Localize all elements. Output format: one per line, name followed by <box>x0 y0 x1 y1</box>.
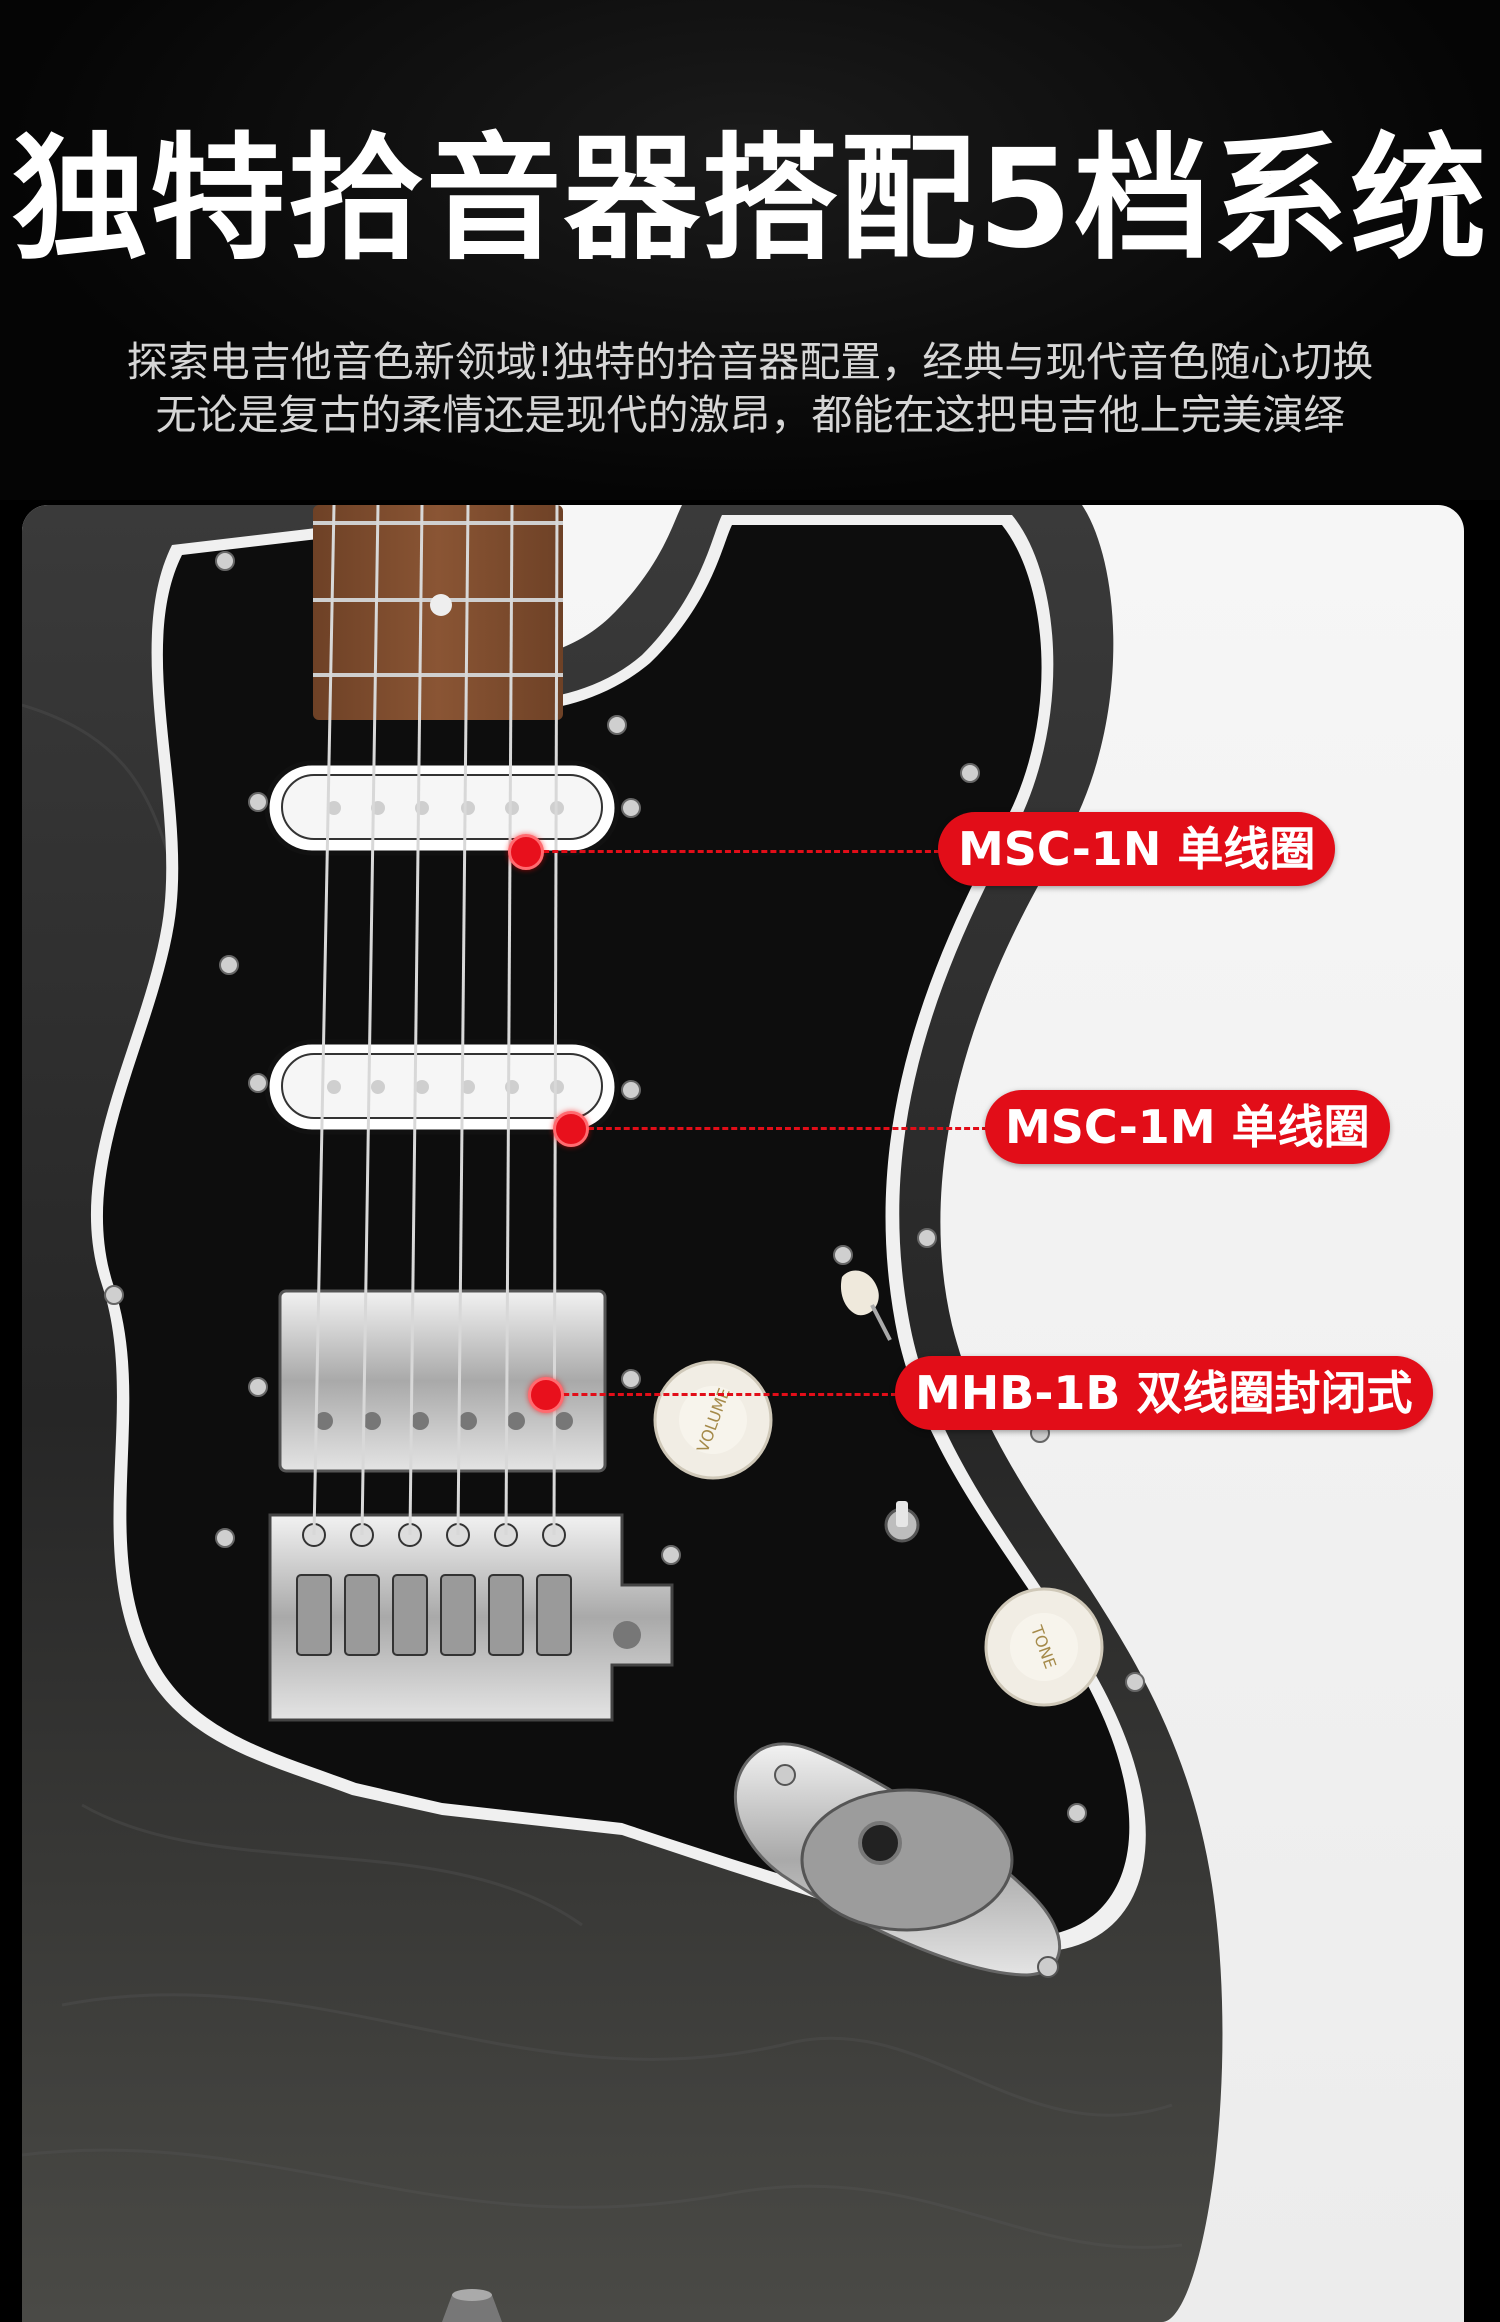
subtitle-line-1: 探索电吉他音色新领域!独特的拾音器配置，经典与现代音色随心切换 <box>126 338 1374 386</box>
page-title: 独特拾音器搭配5档系统 <box>11 121 1489 279</box>
middle-pickup <box>264 1039 620 1135</box>
bridge-humbucker <box>278 1289 607 1473</box>
output-jack <box>733 1742 1061 1978</box>
callout-middle-pickup: MSC-1M 单线圈 <box>985 1090 1390 1164</box>
tone-knob: TONE <box>984 1587 1104 1707</box>
bridge <box>268 1513 674 1722</box>
pickup-marker-1 <box>508 834 544 870</box>
pickguard <box>102 525 1130 1937</box>
strap-button <box>442 2289 502 2322</box>
callout-leader-2 <box>570 1127 988 1130</box>
pickguard-screws <box>104 551 1145 1823</box>
subtitle-line-2: 无论是复古的柔情还是现代的激昂，都能在这把电吉他上完美演绎 <box>155 391 1345 439</box>
callout-leader-1 <box>525 850 940 853</box>
switch-tip <box>840 1270 892 1341</box>
callout-neck-pickup: MSC-1N 单线圈 <box>938 812 1336 886</box>
pickup-marker-3 <box>528 1377 564 1413</box>
callout-leader-3 <box>545 1393 897 1396</box>
pickup-marker-2 <box>553 1111 589 1147</box>
volume-knob: VOLUME <box>653 1360 773 1480</box>
header: 独特拾音器搭配5档系统 探索电吉他音色新领域!独特的拾音器配置，经典与现代音色随… <box>0 0 1500 500</box>
fret-marker <box>430 594 452 616</box>
guitar-illustration: VOLUME TONE <box>22 505 1223 2322</box>
neck-pickup <box>264 760 620 856</box>
mini-toggle-switch <box>884 1501 920 1543</box>
guitar-photo: VOLUME TONE <box>22 505 1464 2322</box>
callout-bridge-pickup: MHB-1B 双线圈封闭式 <box>895 1356 1433 1430</box>
